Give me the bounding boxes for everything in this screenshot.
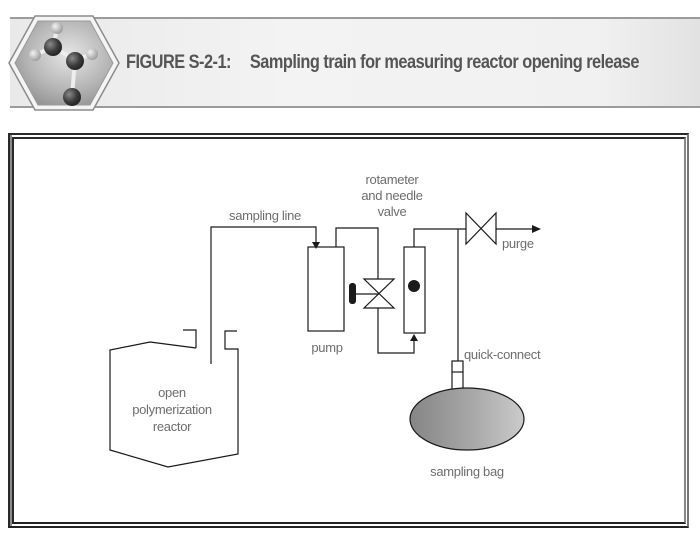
diagram-frame-inner (12, 137, 686, 524)
rotameter-float (408, 280, 420, 292)
label-rotameter-1: rotameter (366, 172, 420, 187)
label-rotameter-2: and needle (361, 188, 422, 203)
atom-hydrogen (86, 48, 98, 60)
atom-hydrogen (29, 49, 41, 61)
figure-header-band (10, 17, 700, 108)
diagram-frame-outer (8, 133, 689, 528)
atom-hydrogen (51, 22, 63, 34)
label-purge: purge (502, 236, 534, 251)
valve-to-rotameter-pipe (377, 308, 415, 354)
diagram-frame-shadow (10, 135, 12, 526)
sampling-bag (409, 387, 525, 451)
label-sampling-bag: sampling bag (430, 464, 504, 479)
label-reactor-2: polymerization (132, 402, 212, 417)
label-sampling-line: sampling line (229, 208, 301, 223)
label-pump: pump (311, 340, 342, 355)
quick-connect-stem (451, 372, 464, 389)
needle-valve-handle (349, 283, 356, 304)
figure-caption: Sampling train for measuring reactor ope… (249, 52, 640, 73)
label-quick-connect: quick-connect (464, 347, 541, 362)
figure-number: FIGURE S-2-1: (126, 52, 231, 73)
arrow-into-rotameter (410, 334, 418, 341)
sampling-line-pipe (210, 226, 317, 364)
pump-body (307, 246, 345, 332)
label-reactor-1: open (158, 385, 186, 400)
figure-title: FIGURE S-2-1: Sampling train for measurin… (126, 48, 639, 78)
pump-outlet-pipe (335, 227, 379, 279)
rotameter-outlet-pipe (413, 228, 466, 247)
needle-valve (362, 278, 396, 309)
quick-connect-fitting (451, 360, 464, 373)
atom-carbon (66, 52, 84, 70)
purge-valve (465, 211, 497, 246)
atom-chlorine (63, 88, 81, 106)
molecule-hexagon-icon (8, 15, 120, 111)
arrow-into-pump (312, 242, 320, 249)
arrow-purge-out (532, 225, 541, 233)
reactor-vessel (109, 330, 239, 468)
atom-carbon (44, 38, 62, 56)
label-rotameter-3: valve (378, 204, 407, 219)
reactor-left-nozzle (183, 329, 197, 348)
hexagon-inner (14, 20, 114, 106)
label-reactor-3: reactor (153, 419, 192, 434)
